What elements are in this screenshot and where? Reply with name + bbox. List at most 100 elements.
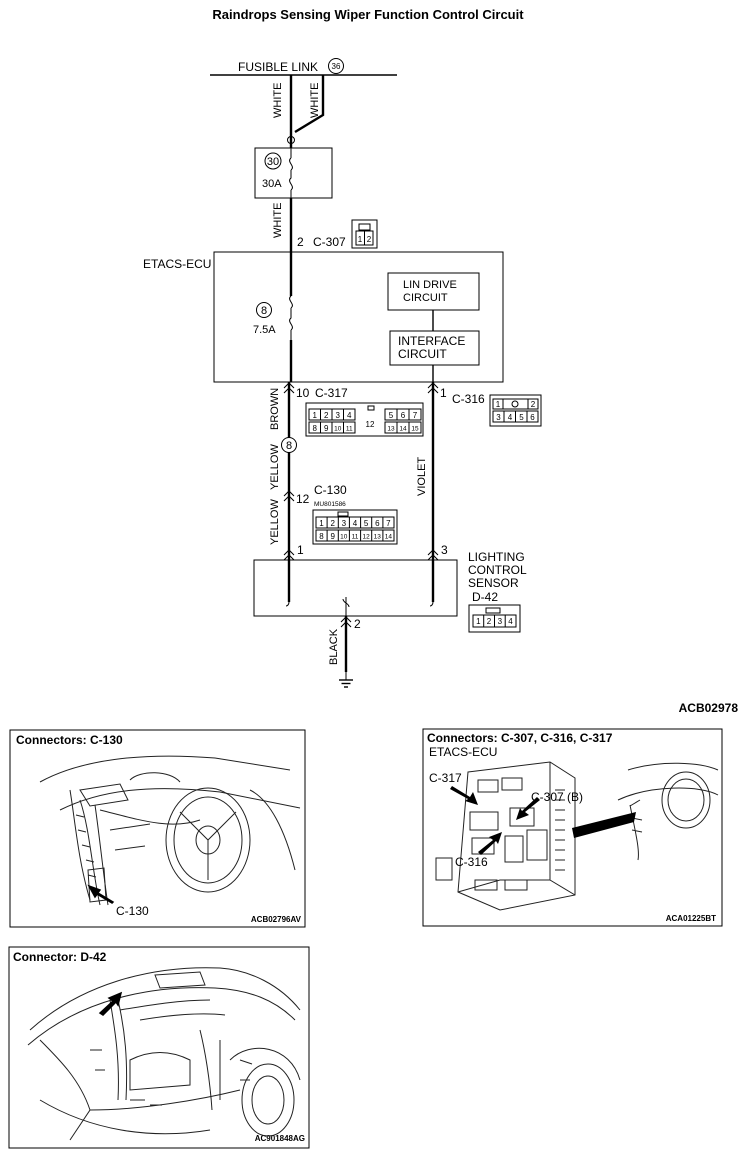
panel-ecu-callout-316: C-316 [455,855,488,869]
c307-name: C-307 [313,235,346,249]
c317-connector-icon: 1 2 3 4 5 6 7 8 9 10 11 13 14 15 12 [305,402,424,437]
d42-p2: 2 [487,617,492,626]
c130-name: C-130 [314,483,347,497]
c317-r2-p8: 8 [312,424,317,433]
c130-r1-p5: 5 [364,519,369,528]
sensor-name: D-42 [472,590,498,604]
wire-label-black: BLACK [328,628,340,665]
wire-label-violet: VIOLET [416,457,428,496]
c130-r2-p13: 13 [374,534,382,541]
diagram-code: ACB02978 [679,701,739,715]
c307-pin: 2 [297,235,304,249]
c130-r2-p8: 8 [319,532,324,541]
c317-pin: 10 [296,386,310,400]
c130-r2-p14: 14 [385,534,393,541]
d42-p4: 4 [508,617,513,626]
wire-label-white-3: WHITE [272,203,284,238]
fuse-8-number: 8 [261,305,267,317]
c130-r2-p10: 10 [340,534,348,541]
c316-name: C-316 [452,392,485,406]
panel-ecu-title: Connectors: C-307, C-316, C-317 [427,731,613,745]
c317-name: C-317 [315,386,348,400]
c316-p3: 3 [496,413,501,422]
ground-pin: 2 [354,617,361,631]
c316-connector-icon: 1 2 3 4 5 6 [489,394,542,427]
c316-p6: 6 [530,413,535,422]
wire-label-yellow-1: YELLOW [269,444,281,490]
c130-r1-p7: 7 [386,519,391,528]
sensor-pin-right: 3 [441,543,448,557]
panel-d42: Connector: D-42 AC901848AG [8,946,310,1149]
panel-c130-title: Connectors: C-130 [16,733,123,747]
c130-connector-icon: 1 2 3 4 5 6 7 8 9 10 11 12 13 14 [312,509,398,545]
c130-r1-p1: 1 [319,519,324,528]
d42-p3: 3 [498,617,503,626]
c317-r1-p2: 2 [324,411,329,420]
c317-r1-p5: 5 [389,411,394,420]
c130-r2-p11: 11 [352,534,359,541]
c317-r1-p1: 1 [312,411,317,420]
ground-icon [339,672,353,688]
c130-r1-p4: 4 [353,519,358,528]
c307-callout-arrow-icon [516,797,540,820]
c317-r2-p10: 10 [334,426,342,433]
panel-c130: Connectors: C-130 ACB02796AV C-130 [9,729,306,928]
c317-r2-p14: 14 [399,426,407,433]
fuse-30-box: 30 30A [254,147,333,199]
wire-label-white-2: WHITE [309,83,321,118]
lin-drive-line1: LIN DRIVE [403,279,457,291]
sensor-box [253,559,458,617]
panel-c130-callout: C-130 [116,904,149,918]
c130-r1-p3: 3 [342,519,347,528]
d42-connector-icon: 1 2 3 4 [468,604,521,633]
fuse-8-rating: 7.5A [253,324,276,336]
wire-label-brown: BROWN [269,388,281,430]
c130-r1-p2: 2 [330,519,335,528]
wire-label-white-1: WHITE [272,83,284,118]
sensor-line3: SENSOR [468,576,519,590]
c130-pin: 12 [296,492,310,506]
c317-r1-p7: 7 [413,411,418,420]
panel-ecu-subtitle: ETACS-ECU [429,745,497,759]
c317-r2-p11: 11 [346,426,353,433]
c317-callout-arrow-icon [450,786,478,805]
fusible-link-label: FUSIBLE LINK [238,60,318,74]
c307-pin-1: 1 [358,235,363,244]
sensor-line1: LIGHTING [468,550,525,564]
panel-c130-code: ACB02796AV [251,915,302,924]
c317-r2-p13: 13 [387,426,395,433]
car-illustration [27,967,301,1141]
panel-ecu: Connectors: C-307, C-316, C-317 ETACS-EC… [422,728,723,927]
d42-callout-arrow-icon [98,991,123,1016]
c130-r2-p9: 9 [330,532,335,541]
c316-p5: 5 [519,413,524,422]
c317-r1-p3: 3 [335,411,340,420]
c317-r2-p9: 9 [324,424,329,433]
etacs-ecu-box [213,251,504,383]
dashboard-illustration [39,755,301,906]
panel-ecu-code: ACA01225BT [666,914,716,923]
panel-d42-code: AC901848AG [255,1134,305,1143]
splice-8-number: 8 [286,440,292,452]
ecu-module-illustration [435,761,719,911]
panel-d42-title: Connector: D-42 [13,950,107,964]
c307-connector-icon: 1 2 [351,219,378,249]
c130-callout-arrow-icon [87,884,115,904]
c316-callout-arrow-icon [478,832,502,855]
c317-r1-p6: 6 [401,411,406,420]
fusible-link-number: 36 [332,62,341,71]
fuse-30-rating: 30A [262,178,282,190]
fusible-link: FUSIBLE LINK 36 [210,58,397,76]
sensor-line2: CONTROL [468,563,527,577]
c130-r1-p6: 6 [375,519,380,528]
c307-pin-2: 2 [367,235,372,244]
diagram-title: Raindrops Sensing Wiper Function Control… [212,7,524,22]
c316-pin: 1 [440,386,447,400]
sensor-pin-left: 1 [297,543,304,557]
interface-line2: CIRCUIT [398,347,447,361]
panel-ecu-callout-317: C-317 [429,771,462,785]
d42-p1: 1 [476,617,481,626]
etacs-ecu-label: ETACS-ECU [143,257,211,271]
interface-line1: INTERFACE [398,334,465,348]
c130-part-no: MU801586 [314,501,346,508]
